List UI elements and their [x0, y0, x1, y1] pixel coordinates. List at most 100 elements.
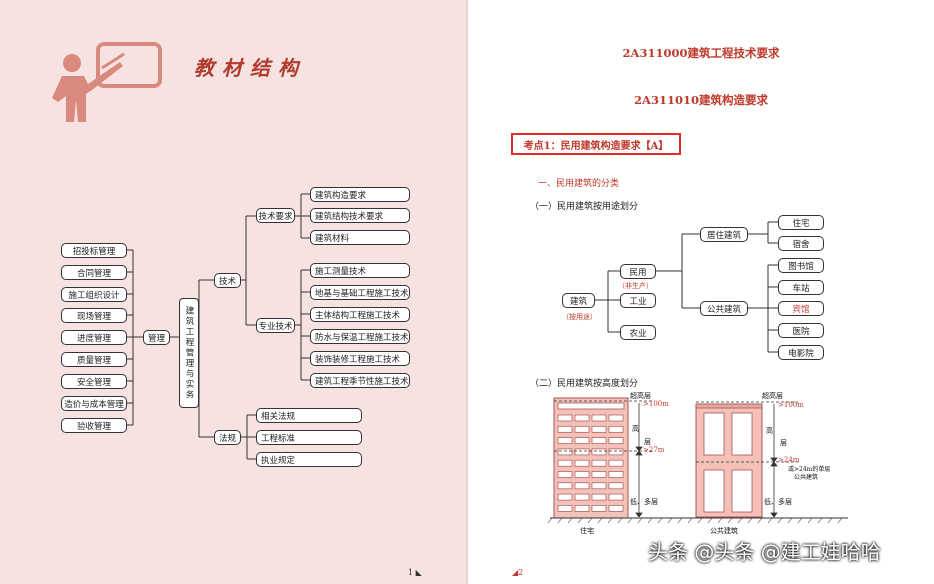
- watermark-text: 头条 @头条 @建工娃哈哈: [648, 540, 881, 564]
- mgmt-item: 造价与成本管理: [61, 396, 127, 411]
- building-window: [574, 471, 590, 478]
- label-high-1: 高: [632, 425, 639, 433]
- building-window: [591, 482, 607, 490]
- left-page: 教材结构: [0, 0, 466, 584]
- specialized-node: 专业技术: [256, 318, 295, 333]
- building-window: [574, 425, 590, 433]
- tech-node: 技术: [214, 273, 241, 288]
- tree-industrial: 工业: [620, 293, 656, 308]
- tree-residential: 居住建筑: [700, 227, 748, 242]
- specialized-item: 装饰装修工程施工技术: [310, 351, 410, 366]
- label-super-high: 超高层: [630, 392, 651, 400]
- label-high-2: 层: [644, 438, 651, 446]
- building-window: [557, 437, 573, 444]
- tech-req-item: 建筑结构技术要求: [310, 208, 410, 223]
- regulations-node: 法规: [214, 430, 241, 445]
- page-number: 1 ◣: [408, 568, 422, 577]
- specialized-item: 主体结构工程施工技术: [310, 307, 410, 322]
- specialized-item: 建筑工程季节性施工技术: [310, 373, 410, 388]
- right-page: 2A311000建筑工程技术要求 2A311010建筑构造要求 考点1：民用建筑…: [468, 0, 934, 584]
- section-heading: 一、民用建筑的分类: [538, 179, 620, 189]
- teacher-icon: [52, 42, 162, 122]
- building-window: [557, 414, 573, 422]
- label-high-1: 高: [766, 427, 773, 435]
- mgmt-item: 进度管理: [61, 330, 127, 345]
- tree-residential-item: 宿舍: [778, 236, 824, 251]
- kaodian-box: 考点1：民用建筑构造要求【A】: [511, 133, 681, 155]
- tree-public-item: 图书馆: [778, 258, 824, 273]
- page-title: 教材结构: [194, 56, 306, 80]
- building-window: [608, 437, 624, 444]
- tree-public-item: 电影院: [778, 345, 824, 360]
- building-window: [574, 493, 590, 501]
- building-window: [557, 459, 573, 467]
- building-window: [591, 493, 607, 501]
- building-window: [608, 482, 624, 490]
- building-window: [591, 414, 607, 422]
- mgmt-item: 招投标管理: [61, 243, 127, 258]
- building-window: [557, 448, 573, 456]
- mgmt-node: 管理: [143, 330, 170, 345]
- subsection-heading: （一）民用建筑按用途划分: [530, 202, 639, 212]
- mgmt-item: 施工组织设计: [61, 287, 127, 302]
- building-window: [591, 505, 607, 512]
- tree-civil-note: （非生产）: [618, 282, 653, 290]
- building-window: [608, 425, 624, 433]
- building-window: [557, 505, 573, 512]
- use-tree-connectors: [595, 221, 778, 353]
- mgmt-item: 安全管理: [61, 374, 127, 389]
- specialized-item: 地基与基础工程施工技术: [310, 285, 410, 300]
- building-window: [608, 459, 624, 467]
- tree-public-item: 车站: [778, 280, 824, 295]
- page-number-value: 2: [518, 568, 524, 577]
- mgmt-item: 现场管理: [61, 308, 127, 323]
- mindmap-connectors: [127, 193, 310, 460]
- building-window: [574, 459, 590, 467]
- building-window: [591, 437, 607, 444]
- building-window: [557, 471, 573, 478]
- page-number-value: 1: [408, 568, 414, 577]
- building-window: [591, 425, 607, 433]
- regulations-item: 相关法规: [256, 408, 362, 423]
- building-window: [591, 471, 607, 478]
- page-number: ◢2: [512, 568, 524, 577]
- tree-root-note: （按用途）: [562, 313, 597, 321]
- tree-public: 公共建筑: [700, 301, 748, 316]
- root-node: 建筑工程管理与实务: [179, 298, 199, 408]
- label-note-1: 或>24m的单层: [788, 466, 831, 473]
- tree-public-item: 宾馆: [778, 301, 824, 316]
- subsection-heading: （二）民用建筑按高度划分: [530, 379, 639, 389]
- page-gutter: [466, 0, 468, 584]
- mgmt-item: 质量管理: [61, 352, 127, 367]
- tree-root: 建筑: [562, 293, 595, 308]
- label-100m: >100m: [778, 401, 804, 409]
- tree-agricultural: 农业: [620, 325, 656, 340]
- building-window: [608, 505, 624, 512]
- building-window: [608, 493, 624, 501]
- building-window: [608, 448, 624, 456]
- label-low: 低、多层: [630, 498, 658, 506]
- specialized-item: 防水与保温工程施工技术: [310, 329, 410, 344]
- building-window: [574, 505, 590, 512]
- building-window: [557, 482, 573, 490]
- mgmt-item: 合同管理: [61, 265, 127, 280]
- building-window: [591, 459, 607, 467]
- building-window: [557, 425, 573, 433]
- label-note-2: 公共建筑: [794, 474, 819, 481]
- building-window: [557, 493, 573, 501]
- tree-civil: 民用: [620, 264, 656, 279]
- label-27m: >27m: [643, 446, 665, 454]
- root-label: 建筑工程管理与实务: [184, 305, 194, 401]
- caption-public: 公共建筑: [710, 527, 738, 535]
- tech-req-item: 建筑构造要求: [310, 187, 410, 202]
- heading-2: 2A311010建筑构造要求: [634, 93, 768, 107]
- specialized-item: 施工测量技术: [310, 263, 410, 278]
- label-high-2: 层: [780, 439, 787, 447]
- label-low: 低、多层: [764, 498, 792, 506]
- heading-1: 2A311000建筑工程技术要求: [622, 46, 780, 60]
- building-window: [591, 448, 607, 456]
- height-diagram-drawing: [547, 397, 848, 524]
- building-window: [574, 448, 590, 456]
- building-window: [574, 482, 590, 490]
- label-super-high: 超高层: [762, 392, 783, 400]
